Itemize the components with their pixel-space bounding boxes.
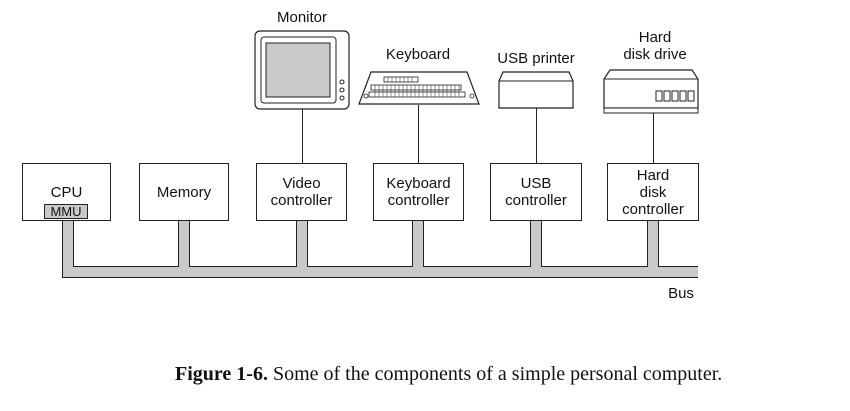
video-controller-label-line1: Video	[282, 175, 321, 192]
keyboard-label: Keyboard	[385, 46, 451, 63]
monitor-cable	[302, 109, 303, 163]
cpu-bus-stem	[62, 219, 74, 267]
keyboard-controller-box: Keyboard controller	[373, 163, 464, 221]
figure-caption: Figure 1-6. Some of the components of a …	[175, 363, 722, 386]
keyboard-icon	[358, 71, 480, 105]
memory-box: Memory	[139, 163, 229, 221]
figure-number: Figure 1-6.	[175, 363, 268, 385]
disk-controller-bus-stem	[647, 221, 659, 267]
video-controller-box: Video controller	[256, 163, 347, 221]
figure-caption-text: Some of the components of a simple perso…	[272, 363, 723, 385]
mmu-box: MMU	[44, 204, 88, 219]
cpu-label: CPU	[50, 184, 83, 201]
usb-controller-label-line2: controller	[505, 192, 567, 209]
bus-label: Bus	[668, 285, 694, 302]
video-controller-label-line2: controller	[270, 192, 333, 209]
usb-printer-label: USB printer	[497, 50, 575, 67]
keyboard-controller-label-line2: controller	[387, 192, 450, 209]
printer-icon	[498, 71, 574, 109]
hard-disk-drive-label-line1: Hard	[638, 29, 672, 46]
disk-controller-label-line3: controller	[622, 200, 684, 218]
hard-disk-drive-label: Hard disk drive	[610, 29, 700, 63]
usb-controller-label-line1: USB	[520, 175, 552, 192]
system-bus	[62, 266, 698, 278]
hard-disk-drive-label-line2: disk drive	[623, 46, 687, 63]
keyboard-cable	[418, 105, 419, 163]
disk-cable	[653, 113, 654, 163]
memory-label: Memory	[156, 183, 212, 201]
keyboard-controller-label-line1: Keyboard	[386, 175, 451, 192]
hard-disk-drive-icon	[603, 69, 699, 114]
disk-controller-box: Hard disk controller	[607, 163, 699, 221]
usb-controller-bus-stem	[530, 221, 542, 267]
monitor-icon	[254, 30, 350, 110]
monitor-label: Monitor	[276, 9, 328, 26]
disk-controller-label-line1: Hard	[636, 166, 670, 184]
usb-controller-box: USB controller	[490, 163, 582, 221]
disk-controller-label-line2: disk	[639, 183, 667, 201]
video-bus-stem	[296, 221, 308, 267]
memory-bus-stem	[178, 221, 190, 267]
keyboard-controller-bus-stem	[412, 221, 424, 267]
printer-cable	[536, 108, 537, 163]
system-bus-end	[62, 266, 74, 278]
